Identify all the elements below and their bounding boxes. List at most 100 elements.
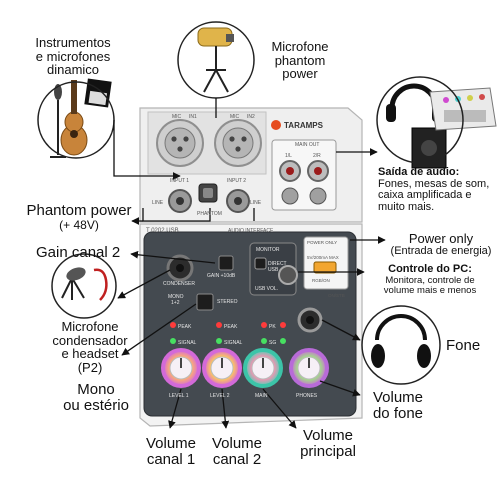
label-vol1-line2: canal 1 [146, 450, 196, 468]
label-instrumentos: Instrumentos e microfones dinamico [18, 36, 128, 77]
label-mic-cond-line4: (P2) [77, 359, 103, 375]
device-peak-2: PEAK [224, 324, 238, 330]
device-condenser: CONDENSER [163, 281, 195, 287]
device-power-spec: 5V/200mA MAX [307, 255, 339, 260]
monitor-direct-button[interactable] [254, 257, 267, 270]
device-peak-1: PEAK [178, 324, 192, 330]
label-phantom-power-title: Phantom power [26, 202, 132, 219]
device-main-out: MAIN OUT [295, 142, 319, 148]
device-power-text: POWER ONLY 5V/200mA MAX RGB/ON ON/STB [307, 240, 345, 298]
label-mic-cond-line2: condensador [52, 332, 128, 348]
device-line-right: LINE [250, 200, 262, 206]
usb-volume-knob[interactable] [278, 265, 298, 285]
main-volume-knob[interactable] [243, 348, 283, 388]
device-out-l: 1/L [285, 153, 292, 159]
label-fone: Fone [446, 337, 481, 354]
mixer-icon [429, 87, 497, 131]
device-level-2: LEVEL 2 [210, 393, 230, 399]
device-in-2: IN2 [247, 114, 255, 120]
device-signal-2: SIGNAL [224, 340, 243, 346]
device-power-only: POWER ONLY [307, 240, 337, 245]
device-phones: PHONES [296, 393, 318, 399]
headset-mic-icon [61, 267, 108, 301]
level-2-knob[interactable] [202, 348, 242, 388]
callout-outputs [376, 76, 464, 164]
device-sg: SG [269, 340, 276, 346]
label-volume-canal-2: Volume canal 2 [204, 436, 270, 468]
label-phantom-power: Phantom power (+ 48V) [20, 203, 138, 231]
device-input-1: INPUT 1 [170, 178, 189, 184]
callout-headset [51, 253, 117, 319]
device-brand: TARAMPS [284, 121, 324, 130]
label-vol1-line1: Volume [145, 435, 197, 452]
label-volp-line2: principal [300, 442, 356, 460]
label-vol-fone-line2: do fone [372, 404, 424, 422]
usb-power-port[interactable] [313, 261, 337, 274]
label-controle-title: Controle do PC: [388, 263, 472, 275]
phones-volume-knob[interactable] [289, 348, 329, 388]
label-phantom-power-sub: (+ 48V) [59, 217, 99, 232]
label-mic-cond-line3: e headset [61, 346, 119, 362]
device-level-1: LEVEL 1 [169, 393, 189, 399]
device-line-left: LINE [152, 200, 164, 206]
device-rear-panel [139, 107, 363, 223]
device-out-r: 2/R [313, 153, 321, 159]
label-mic-phantom-line2: phantom [274, 52, 326, 68]
speaker-icon [411, 127, 447, 169]
label-mic-condensador: Microfone condensador e headset (P2) [40, 320, 140, 375]
device-model: T 0202 USB [146, 228, 179, 234]
label-saida: Saída de audio: Fones, mesas de som, cai… [378, 166, 498, 213]
callout-phones [361, 305, 441, 385]
device-usb: USB [268, 267, 279, 273]
label-saida-line3: muito mais. [378, 200, 435, 213]
condenser-mic-icon [197, 27, 234, 93]
mono-stereo-button[interactable] [196, 293, 214, 311]
device-phantom: PHANTOM [197, 211, 222, 217]
device-front-panel [139, 223, 363, 427]
device-input-2: INPUT 2 [227, 178, 246, 184]
label-volume-principal: Volume principal [290, 428, 366, 460]
device-front-text: CONDENSER GAIN +10dB MONO 1+2 STEREO MON… [163, 247, 318, 399]
label-vol2-line1: Volume [211, 435, 263, 452]
device-rgb-on: RGB/ON [312, 278, 330, 283]
label-mic-cond-line1: Microfone [61, 319, 119, 334]
label-saida-title: Saída de audio: [378, 166, 460, 178]
device-mic-1: MIC [172, 114, 182, 120]
device-subtitle: AUDIO INTERFACE [228, 228, 274, 234]
label-volume-canal-1: Volume canal 1 [138, 436, 204, 468]
device-on-stb: ON/STB [328, 293, 345, 298]
level-1-knob[interactable] [161, 348, 201, 388]
guitar-icon [60, 80, 88, 156]
keyboard-icon [84, 78, 112, 108]
label-controle-line2: volume mais e menos [383, 284, 477, 296]
device-in-1: IN1 [189, 114, 197, 120]
label-power-only-title: Power only [408, 231, 474, 246]
label-controle-pc: Controle do PC: Monitora, controle de vo… [362, 263, 498, 296]
device-main: MAIN [255, 393, 268, 399]
label-mic-phantom: Microfone phantom power [256, 40, 344, 81]
label-instrumentos-line3: dinamico [46, 62, 100, 78]
device-gain-boost: GAIN +10dB [207, 273, 236, 279]
label-power-only: Power only (Entrada de energia) [386, 232, 496, 257]
label-power-only-sub: (Entrada de energia) [390, 244, 492, 257]
device-printed-text: MIC IN1 MIC IN2 TARAMPS INPUT 1 INPUT 2 … [146, 114, 324, 234]
label-mic-phantom-line1: Microfone [271, 39, 329, 54]
gain-boost-button[interactable] [218, 255, 234, 271]
label-controle-line1: Monitora, controle de [385, 274, 475, 286]
device-pk: PK [269, 324, 276, 330]
label-mic-phantom-line3: power [282, 66, 318, 82]
device-mono-ratio: 1+2 [171, 300, 180, 306]
label-mono-line2: ou estério [63, 396, 129, 414]
device-mic-2: MIC [230, 114, 240, 120]
device-usb-vol: USB VOL. [255, 286, 278, 292]
device-mono: MONO [168, 294, 184, 300]
label-volume-fone: Volume do fone [358, 390, 438, 422]
label-mono-line1: Mono [77, 381, 115, 398]
device-monitor: MONITOR [256, 247, 280, 253]
label-gain-canal-2: Gain canal 2 [36, 244, 121, 261]
label-saida-line2: caixa amplificada e [378, 189, 472, 202]
label-saida-line1: Fones, mesas de som, [378, 177, 490, 190]
label-vol-fone-line1: Volume [372, 389, 424, 406]
label-vol2-line2: canal 2 [212, 450, 262, 468]
